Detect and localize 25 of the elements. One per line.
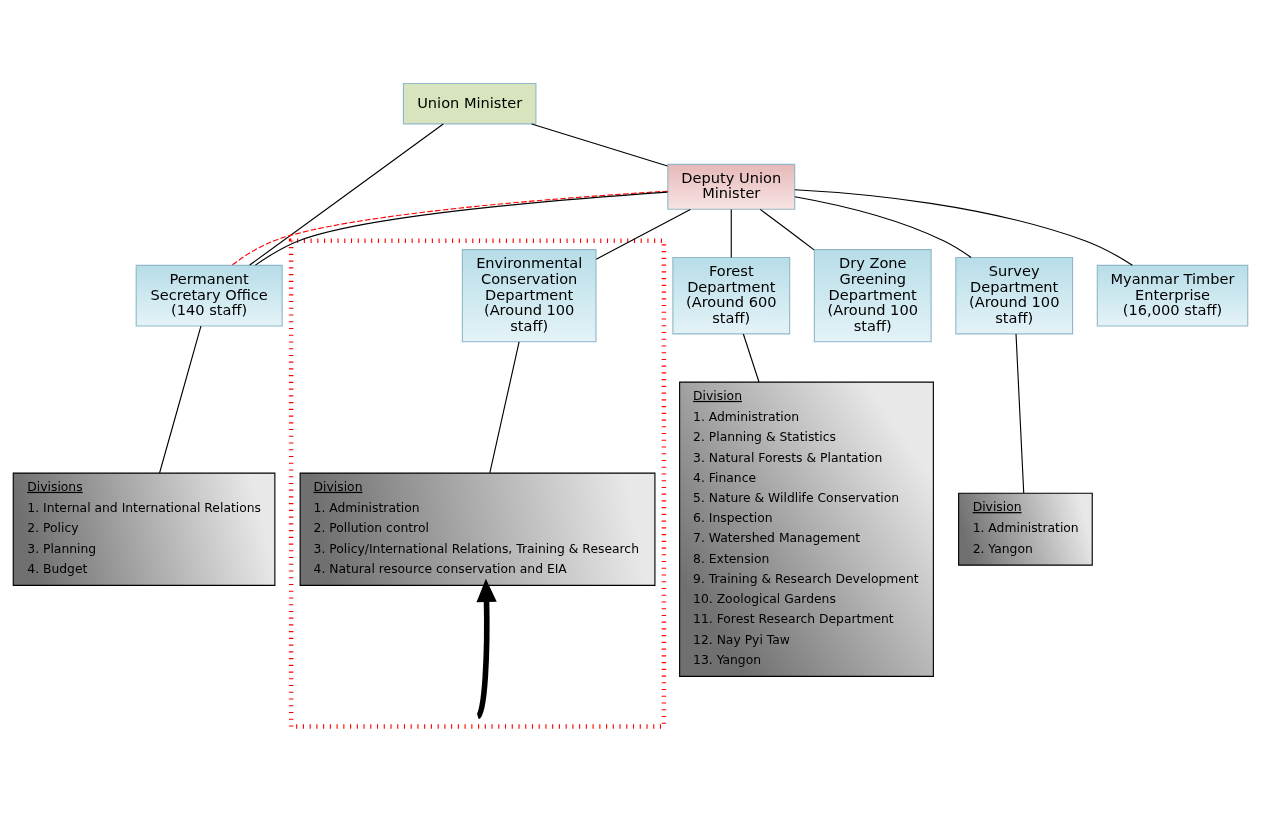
node-box: Union Minister — [402, 82, 537, 125]
node-box: Divisions 1. Internal and International Relations 2. Policy 3. Planning 4. Budget — [12, 472, 276, 586]
node-box: Forest Department (Around 600 staff) — [672, 256, 791, 335]
connector — [249, 123, 444, 266]
node-box: Division 1. Administration 2. Pollution control 3. Policy/International Relations, Training & Research 4. Natural resource conservation and EIA — [299, 472, 656, 586]
node-box: Environmental Conservation Department (Around 100 staff) — [461, 249, 597, 343]
node-box: Permanent Secretary Office (140 staff) — [135, 264, 283, 327]
node-box: Dry Zone Greening Department (Around 100 staff) — [813, 249, 932, 343]
connector — [531, 123, 668, 167]
connector — [1015, 333, 1025, 494]
node-box: Deputy Union Minister — [667, 163, 796, 210]
arrow — [475, 578, 497, 719]
connector — [794, 196, 972, 258]
connector — [759, 208, 815, 251]
connector — [159, 325, 202, 474]
connector — [489, 341, 520, 474]
connector — [794, 189, 1133, 266]
node-box: Division 1. Administration 2. Yangon — [958, 492, 1093, 566]
node-box: Myanmar Timber Enterprise (16,000 staff) — [1096, 264, 1249, 327]
node-box: Survey Department (Around 100 staff) — [955, 256, 1074, 335]
connector — [595, 208, 691, 260]
connector — [730, 208, 732, 259]
node-box: Division 1. Administration 2. Planning & Statistics 3. Natural Forests & Plantation 4. Finance 5. Nature & Wildlife Conservation 6. Inspection 7. Watershed Management 8. Extension 9. Training & Research Development 10. Zoological Gardens 11. Forest Research Department 12. Nay Pyi Taw 13. Yangon — [679, 381, 934, 677]
cluster — [288, 238, 667, 729]
connector — [742, 333, 760, 383]
